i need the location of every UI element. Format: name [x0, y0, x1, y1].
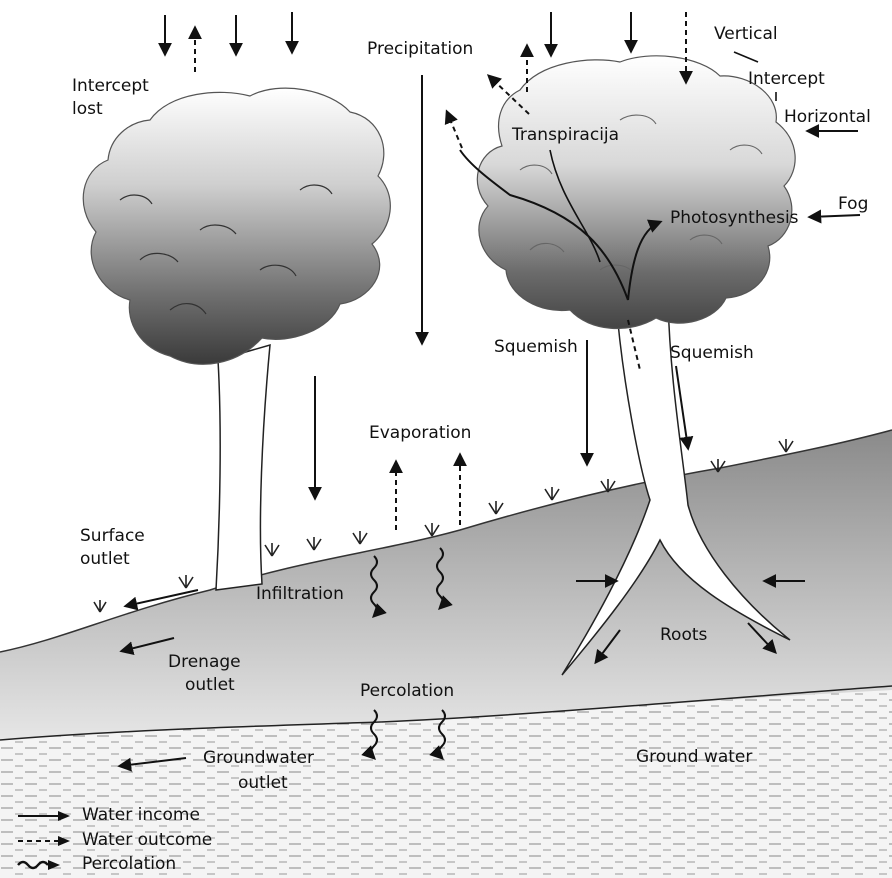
- solid-arrow-icon: [14, 809, 72, 823]
- wavy-arrow-icon: [14, 858, 72, 872]
- precipitation-label: Precipitation: [367, 39, 473, 60]
- legend-water-outcome: Water outcome: [14, 830, 274, 852]
- legend-percolation: Percolation: [14, 854, 274, 876]
- intercept-label: Intercept: [748, 69, 825, 90]
- legend-percolation-label: Percolation: [82, 854, 176, 875]
- transpiracija-label: Transpiracija: [512, 125, 619, 146]
- left-tree: [83, 88, 390, 590]
- legend-water-income-label: Water income: [82, 805, 200, 826]
- legend-water-outcome-label: Water outcome: [82, 830, 212, 851]
- vertical-label: Vertical: [714, 24, 778, 45]
- squemish-left-label: Squemish: [494, 337, 578, 358]
- left-tree-crown: [83, 88, 390, 364]
- intercept-lost-label-2: lost: [72, 99, 103, 120]
- intercept-lost-label-1: Intercept: [72, 76, 149, 97]
- roots-label: Roots: [660, 625, 707, 646]
- groundwater-outlet-label-2: outlet: [238, 773, 288, 794]
- surface-outlet-label-1: Surface: [80, 526, 145, 547]
- drenage-outlet-label-1: Drenage: [168, 652, 241, 673]
- right-tree-crown: [477, 56, 795, 329]
- infiltration-label: Infiltration: [256, 584, 344, 605]
- fog-label: Fog: [838, 194, 868, 215]
- photosynthesis-label: Photosynthesis: [670, 208, 799, 229]
- surface-outlet-label-2: outlet: [80, 549, 130, 570]
- squemish-right-label: Squemish: [670, 343, 754, 364]
- legend-water-income: Water income: [14, 805, 274, 827]
- groundwater-outlet-label-1: Groundwater: [203, 748, 314, 769]
- horizontal-label: Horizontal: [784, 107, 871, 128]
- drenage-outlet-label-2: outlet: [185, 675, 235, 696]
- left-tree-trunk: [216, 345, 270, 590]
- evaporation-label: Evaporation: [369, 423, 471, 444]
- ground-water-label: Ground water: [636, 747, 752, 768]
- dashed-arrow-icon: [14, 834, 72, 848]
- percolation-label: Percolation: [360, 681, 454, 702]
